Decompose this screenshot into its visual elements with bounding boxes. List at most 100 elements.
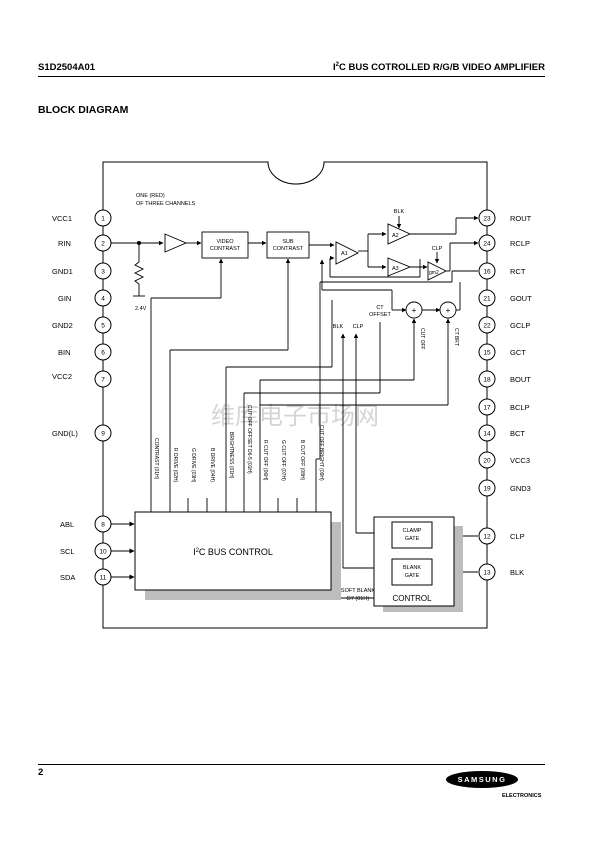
pin-name: ABL: [60, 520, 74, 529]
header-rule: [38, 76, 545, 77]
cut-off-vertical-label: CUT OFF: [419, 328, 425, 350]
page-number: 2: [38, 767, 44, 778]
pin-clp: 12 CLP: [478, 527, 525, 545]
pin-number: 3: [101, 269, 105, 276]
ct-offset-label-l2: OFFSET: [369, 312, 391, 318]
pin-number: 11: [100, 575, 107, 582]
pin-number: 1: [101, 216, 105, 223]
pin-number: 17: [483, 405, 491, 412]
pin-vcc3: 20 VCC3: [478, 451, 530, 469]
a2-label: A2: [392, 233, 399, 239]
video-contrast-block: [201, 231, 249, 259]
pin-name: RIN: [58, 239, 71, 248]
title-rest: C BUS COTROLLED R/G/B VIDEO AMPLIFIER: [338, 62, 545, 74]
i2c-prefix: I: [193, 547, 196, 557]
pin-blk: 13 BLK: [478, 563, 524, 581]
gm2-amp: [427, 261, 448, 281]
channel-note-line1: ONE (RED): [136, 193, 165, 199]
reg-brightness: BRIGHTNESS (01H): [228, 432, 234, 479]
ct-brt-vertical-label: CT BRT: [453, 328, 459, 346]
logo-text: SAMSUNG: [457, 775, 507, 784]
pin-bin: BIN 6: [58, 343, 112, 361]
pin-gnd-l: GND(L) 9: [52, 424, 112, 442]
pin-name: BOUT: [510, 375, 531, 384]
clp-top-label: CLP: [432, 246, 443, 252]
reg-b-cut-off: B CUT OFF (08H): [299, 440, 305, 481]
pin-sda: SDA 11: [60, 568, 112, 586]
sub-contrast-label-l1: SUB: [282, 239, 294, 245]
i2c-rest: C BUS CONTROL: [199, 547, 273, 557]
pin-number: 18: [483, 377, 491, 384]
pin-number: 12: [483, 534, 491, 541]
pin-name: VCC1: [52, 214, 72, 223]
clamp-gate-block: [391, 521, 433, 549]
pin-name: BCT: [510, 429, 525, 438]
pin-rclp: 24 RCLP: [478, 234, 530, 252]
pin-number: 15: [483, 350, 491, 357]
video-contrast-label-l2: CONTRAST: [210, 246, 241, 252]
pin-name: VCC3: [510, 456, 530, 465]
blank-gate-label-l1: BLANK: [403, 565, 421, 571]
pin-number: 23: [483, 216, 491, 223]
pin-number: 4: [101, 296, 105, 303]
pin-number: 20: [483, 458, 491, 465]
sub-contrast-block: [266, 231, 310, 259]
i2c-sup: 2: [196, 548, 200, 554]
channel-note-line2: OF THREE CHANNELS: [136, 201, 196, 207]
pin-name: SDA: [60, 573, 75, 582]
pin-gin: GIN 4: [58, 289, 112, 307]
left-pin-list: VCC1 1 RIN 2 GND1 3 GIN 4 GND2 5 BIN 6: [52, 209, 112, 586]
pin-bct: 14 BCT: [478, 424, 525, 442]
soft-blank-label-l2: D7 (01H): [347, 596, 369, 602]
pin-vcc1: VCC1 1: [52, 209, 112, 227]
pin-number: 10: [99, 549, 107, 556]
pin-number: 9: [101, 431, 105, 438]
pin-vcc2: VCC2 7: [52, 370, 112, 388]
pin-gnd1: GND1 3: [52, 262, 112, 280]
a1-amp: [335, 241, 360, 265]
bias-resistor: [133, 261, 145, 285]
reg-r-drive: R DRIVE (02H): [172, 448, 178, 483]
pin-number: 16: [483, 269, 491, 276]
pin-gout: 21 GOUT: [478, 289, 532, 307]
section-title: BLOCK DIAGRAM: [38, 104, 129, 116]
control-label: CONTROL: [392, 594, 432, 603]
pin-name: GND(L): [52, 429, 78, 438]
pin-name: GIN: [58, 294, 71, 303]
soft-blank-label-l1: SOFT BLANK: [341, 588, 375, 594]
a3-label: A3: [392, 266, 399, 272]
pin-name: GND2: [52, 321, 73, 330]
pin-name: SCL: [60, 547, 75, 556]
pin-name: BCLP: [510, 403, 530, 412]
pin-name: BIN: [58, 348, 71, 357]
pin-number: 24: [483, 241, 491, 248]
input-chain: [111, 215, 479, 459]
pin-name: RCLP: [510, 239, 530, 248]
pin-number: 21: [483, 296, 491, 303]
title-sup: 2: [335, 62, 339, 68]
reg-b-drive: B DRIVE (04H): [209, 448, 215, 482]
pin-name: CLP: [510, 532, 525, 541]
clamp-gate-label-l2: GATE: [405, 536, 420, 542]
pin-number: 13: [483, 570, 491, 577]
pin-number: 22: [483, 323, 491, 330]
samsung-logo: SAMSUNG: [446, 771, 518, 788]
blk-top-label: BLK: [394, 209, 405, 215]
bias-voltage-label: 2.4V: [135, 306, 147, 312]
right-pin-list: 23 ROUT 24 RCLP 16 RCT 21 GOUT 22 GCLP 1…: [478, 209, 532, 581]
plus2-label: +: [446, 306, 451, 315]
pin-number: 8: [101, 522, 105, 529]
pin-name: GCT: [510, 348, 526, 357]
a3-amp: [387, 257, 412, 277]
pin-gnd3: 19 GND3: [478, 479, 531, 497]
reg-contrast: CONTRAST (01H): [153, 438, 159, 480]
a2-amp: [387, 223, 412, 245]
pin-name: RCT: [510, 267, 526, 276]
pin-bclp: 17 BCLP: [478, 398, 530, 416]
reg-g-cut-off: G CUT OFF (07H): [280, 440, 286, 481]
title-prefix: I: [333, 62, 336, 74]
footer-rule: [38, 764, 545, 765]
pin-rin: RIN 2: [58, 234, 112, 252]
logo-subtext: ELECTRONICS: [502, 793, 542, 799]
left-pin-stubs: [111, 521, 135, 580]
